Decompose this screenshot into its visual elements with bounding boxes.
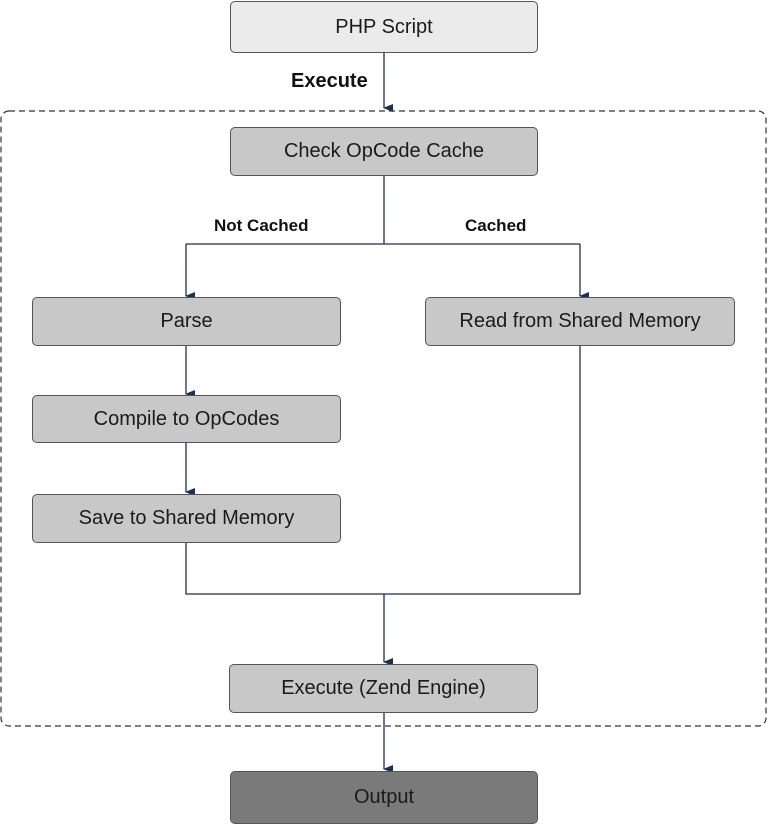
connector-save-merge [185,346,581,595]
save-shared-memory-node: Save to Shared Memory [32,494,341,543]
parse-label: Parse [160,310,213,332]
compile-node: Compile to OpCodes [32,395,341,443]
compile-label: Compile to OpCodes [93,407,280,430]
output-node: Output [230,771,538,824]
parse-node: Parse [32,297,341,346]
execute-engine-node: Execute (Zend Engine) [229,664,538,713]
not-cached-edge-label: Not Cached [214,216,309,235]
execute-edge-label: Execute [291,70,368,92]
check-cache-node: Check OpCode Cache [230,127,538,176]
php-script-node: PHP Script [230,1,538,53]
save-shared-memory-label: Save to Shared Memory [78,507,295,529]
read-shared-memory-label: Read from Shared Memory [459,310,701,332]
execute-engine-label: Execute (Zend Engine) [281,677,486,699]
cached-edge-label: Cached [465,216,527,235]
output-label: Output [353,786,415,808]
check-cache-label: Check OpCode Cache [283,140,485,162]
read-shared-memory-node: Read from Shared Memory [425,297,735,346]
php-script-label: PHP Script [335,15,433,38]
